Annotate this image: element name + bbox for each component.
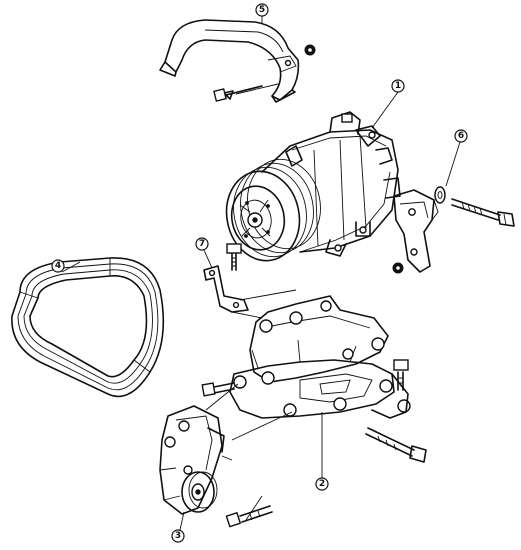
clip-bolt	[226, 243, 242, 271]
callout-1: 1	[391, 79, 405, 93]
callout-7-label: 7	[199, 239, 205, 249]
callout-5-label: 5	[259, 5, 265, 15]
callout-4: 4	[51, 259, 65, 273]
compressor-through-bolt	[451, 198, 515, 227]
callout-3: 3	[171, 529, 185, 543]
callout-6: 6	[454, 129, 468, 143]
upper-rear-bracket	[393, 189, 439, 273]
alignment-lines	[205, 289, 297, 521]
drive-belt-part	[11, 257, 165, 398]
compressor-part	[225, 111, 401, 262]
belt-guard-part	[159, 19, 300, 103]
bracket-bolt-left	[201, 382, 235, 397]
mounting-bracket-part	[229, 295, 411, 419]
rear-bracket-nut	[392, 262, 404, 274]
callout-2: 2	[315, 477, 329, 491]
callout-4-label: 4	[55, 261, 61, 271]
leader-lines	[61, 16, 461, 531]
callout-2-label: 2	[319, 479, 325, 489]
guard-nut	[304, 44, 316, 56]
callout-1-label: 1	[395, 81, 401, 91]
callout-7: 7	[195, 237, 209, 251]
callout-3-label: 3	[175, 531, 181, 541]
callout-5: 5	[255, 3, 269, 17]
spacer-collar-part	[434, 186, 446, 204]
idler-assembly-part	[159, 405, 225, 515]
bracket-bolt-upper-right	[393, 359, 409, 391]
clip-bracket-part	[203, 265, 249, 313]
callout-6-label: 6	[458, 131, 464, 141]
idler-bolt	[225, 505, 273, 528]
bracket-bolt-lower-right	[365, 427, 427, 463]
guard-bolt	[213, 85, 263, 102]
